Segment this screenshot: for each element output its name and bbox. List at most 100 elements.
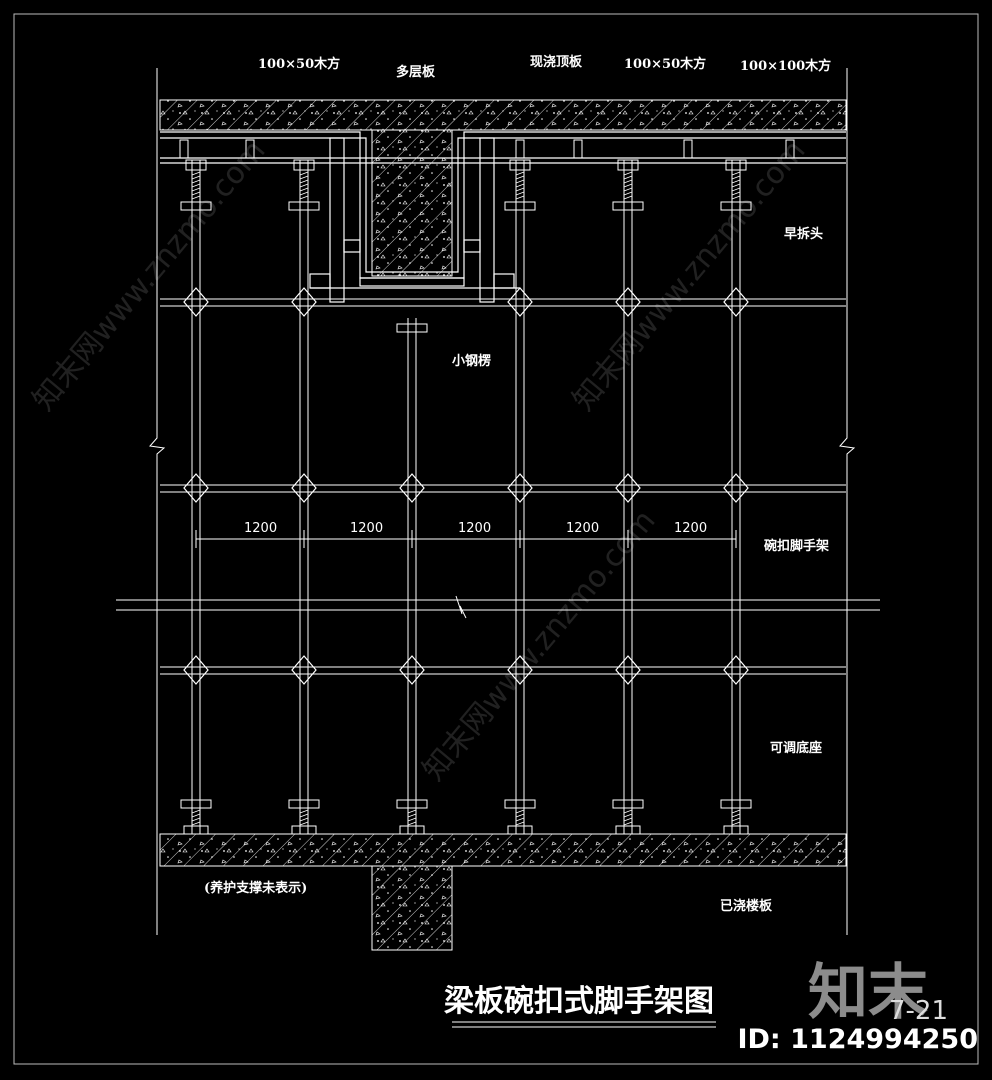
- thread-mark: [407, 821, 417, 826]
- thread-mark: [731, 171, 741, 176]
- bowl-coupler: [183, 655, 209, 685]
- thread-mark: [191, 821, 201, 826]
- top-jack-plate: [509, 159, 531, 171]
- top-jack-plate: [293, 159, 315, 171]
- base-plate: [183, 825, 209, 835]
- base-jack-nut: [612, 799, 644, 809]
- thread-mark: [731, 191, 741, 196]
- thread-mark: [515, 183, 525, 188]
- thread-mark: [623, 195, 633, 200]
- horizontal-ledgers: [160, 298, 846, 675]
- label-small-steel-beam: 小钢楞: [452, 354, 492, 369]
- base-jack-nut: [720, 799, 752, 809]
- thread-mark: [299, 171, 309, 176]
- label-timber-left: 100×50木方: [258, 57, 341, 72]
- thread-mark: [623, 187, 633, 192]
- thread-mark: [731, 195, 741, 200]
- thread-mark: [191, 809, 201, 814]
- dimension-3: 1200: [458, 521, 492, 536]
- beam-formwork: [160, 131, 846, 303]
- label-timber-right: 100×100木方: [740, 59, 832, 74]
- concrete-beam: [371, 129, 453, 277]
- bowl-coupler: [183, 287, 209, 317]
- scaffold-posts: [180, 159, 752, 835]
- thread-mark: [623, 171, 633, 176]
- label-timber-mid: 100×50木方: [624, 57, 707, 72]
- label-support-note: (养护支撑未表示): [204, 881, 308, 896]
- base-plate: [507, 825, 533, 835]
- thread-mark: [407, 809, 417, 814]
- thread-mark: [191, 187, 201, 192]
- bowl-coupler: [399, 655, 425, 685]
- top-jack-nut: [288, 201, 320, 211]
- thread-mark: [731, 821, 741, 826]
- thread-mark: [515, 817, 525, 822]
- thread-mark: [515, 813, 525, 818]
- thread-mark: [623, 809, 633, 814]
- bottom-slab: [159, 833, 847, 951]
- section-break-line: [116, 595, 880, 619]
- thread-mark: [731, 175, 741, 180]
- base-jack-nut: [288, 799, 320, 809]
- thread-mark: [623, 179, 633, 184]
- thread-mark: [299, 817, 309, 822]
- label-adjustable-base: 可调底座: [770, 741, 823, 756]
- thread-mark: [623, 191, 633, 196]
- top-slab: [159, 99, 847, 131]
- side-boundary-lines: [149, 68, 856, 935]
- thread-mark: [515, 821, 525, 826]
- thread-mark: [299, 191, 309, 196]
- bowl-coupler: [615, 473, 641, 503]
- watermark-id: ID: 1124994250: [737, 1024, 978, 1055]
- bowl-coupler: [507, 287, 533, 317]
- label-early-strip-head: 早拆头: [784, 227, 824, 242]
- bowl-coupler: [183, 473, 209, 503]
- thread-mark: [731, 179, 741, 184]
- bowl-coupler: [291, 655, 317, 685]
- thread-mark: [515, 191, 525, 196]
- watermark-brand: 知末: [808, 958, 928, 1028]
- thread-mark: [407, 813, 417, 818]
- thread-mark: [623, 183, 633, 188]
- drawing-title: 梁板碗扣式脚手架图: [444, 984, 714, 1019]
- thread-mark: [515, 809, 525, 814]
- timber-battens: [179, 139, 795, 159]
- top-jack-nut: [396, 323, 428, 333]
- bowl-coupler: [615, 287, 641, 317]
- label-scaffold: 碗扣脚手架: [764, 539, 830, 554]
- thread-mark: [515, 187, 525, 192]
- dimension-4: 1200: [566, 521, 600, 536]
- thread-mark: [623, 817, 633, 822]
- bowl-coupler: [291, 287, 317, 317]
- bowl-coupler: [723, 655, 749, 685]
- thread-mark: [299, 821, 309, 826]
- thread-mark: [731, 809, 741, 814]
- thread-mark: [515, 195, 525, 200]
- title-underline: [452, 1021, 716, 1028]
- thread-mark: [731, 817, 741, 822]
- thread-mark: [515, 175, 525, 180]
- thread-mark: [299, 187, 309, 192]
- thread-mark: [731, 813, 741, 818]
- bowl-coupler: [399, 473, 425, 503]
- bowl-coupler: [723, 473, 749, 503]
- bowl-coupler: [507, 655, 533, 685]
- thread-mark: [515, 179, 525, 184]
- bowl-coupler: [507, 473, 533, 503]
- label-poured-floor: 已浇楼板: [720, 899, 773, 914]
- thread-mark: [299, 809, 309, 814]
- thread-mark: [191, 195, 201, 200]
- thread-mark: [299, 813, 309, 818]
- top-jack-plate: [617, 159, 639, 171]
- thread-mark: [299, 195, 309, 200]
- thread-mark: [299, 179, 309, 184]
- thread-mark: [299, 183, 309, 188]
- thread-mark: [623, 175, 633, 180]
- bowl-coupler: [615, 655, 641, 685]
- base-jack-nut: [180, 799, 212, 809]
- dimension-5: 1200: [674, 521, 708, 536]
- thread-mark: [191, 183, 201, 188]
- label-plywood: 多层板: [396, 65, 436, 80]
- thread-mark: [515, 171, 525, 176]
